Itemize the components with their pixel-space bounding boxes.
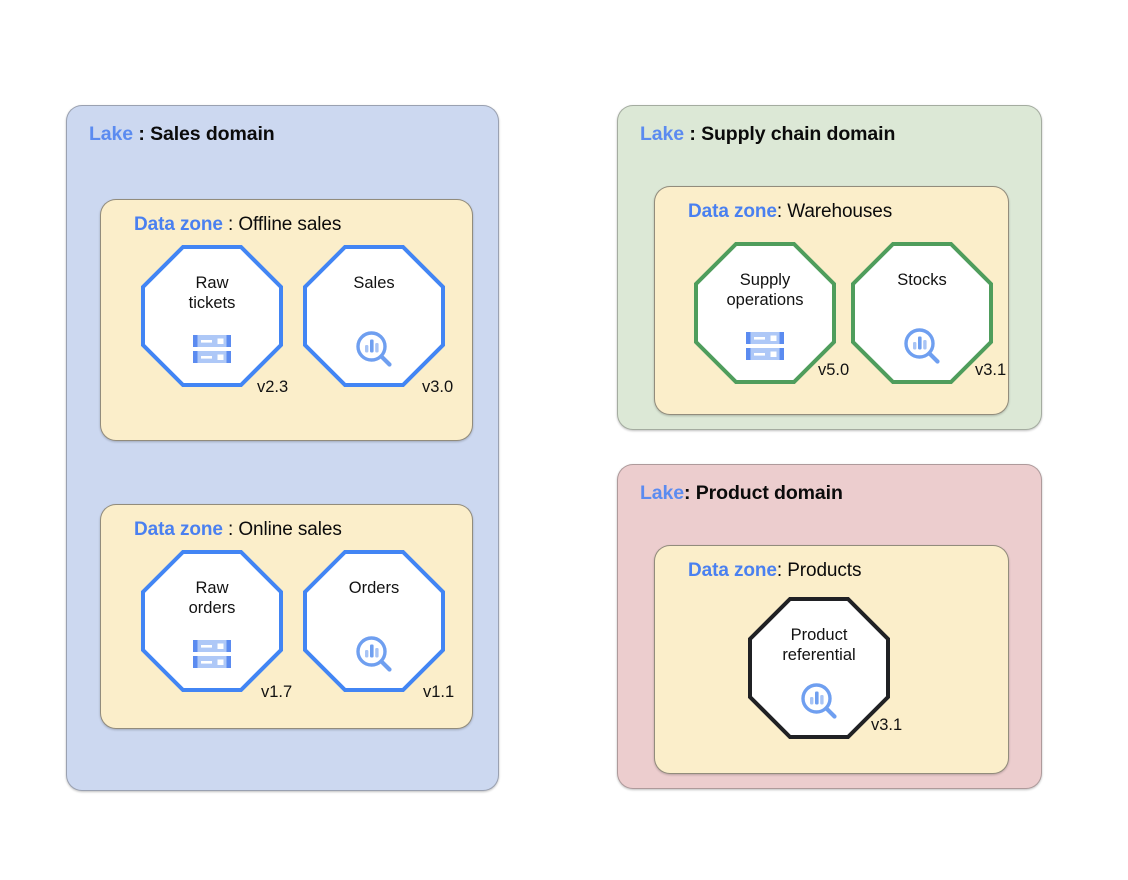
analytics-search-icon: [352, 632, 396, 676]
database-icon: [190, 327, 234, 371]
analytics-search-icon: [352, 327, 396, 371]
lake-keyword: Lake: [640, 123, 685, 145]
zone-keyword: Data zone: [134, 519, 223, 540]
data-zone-warehouses-title: Data zone: Warehouses: [688, 201, 892, 223]
zone-name: : Products: [776, 560, 862, 581]
zone-name: : Online sales: [222, 519, 342, 540]
octagon-outline: [694, 242, 836, 384]
data-product-orders[interactable]: Orders: [303, 550, 445, 692]
data-zone-online-sales-title: Data zone : Online sales: [134, 519, 342, 541]
data-product-version: v2.3: [257, 378, 289, 396]
data-product-label: Raw orders: [188, 579, 236, 617]
data-product-stocks[interactable]: Stocks: [851, 242, 993, 384]
octagon-outline: [141, 550, 283, 692]
data-product-label: Stocks: [897, 271, 947, 289]
zone-name: : Warehouses: [776, 201, 893, 222]
data-product-raw-orders[interactable]: Raw orders: [141, 550, 283, 692]
data-product-raw-tickets[interactable]: Raw tickets: [141, 245, 283, 387]
zone-keyword: Data zone: [688, 560, 777, 581]
data-zone-offline-sales-title: Data zone : Offline sales: [134, 214, 341, 236]
data-product-version: v3.0: [422, 378, 454, 396]
analytics-search-icon: [900, 324, 944, 368]
database-icon: [190, 632, 234, 676]
lake-sales-title: Lake : Sales domain: [89, 123, 275, 146]
lake-name: : Product domain: [684, 482, 843, 504]
zone-keyword: Data zone: [134, 214, 223, 235]
data-zone-products-title: Data zone: Products: [688, 560, 861, 582]
data-product-product-referential[interactable]: Product referential: [748, 597, 890, 739]
data-product-version: v1.7: [261, 683, 293, 701]
zone-name: : Offline sales: [222, 214, 342, 235]
lake-product-title: Lake: Product domain: [640, 482, 843, 505]
data-product-label: Orders: [348, 579, 400, 597]
octagon-outline: [748, 597, 890, 739]
data-product-version: v3.1: [975, 361, 1007, 379]
data-product-version: v3.1: [871, 716, 903, 734]
lake-keyword: Lake: [89, 123, 134, 145]
analytics-search-icon: [797, 679, 841, 723]
lake-keyword: Lake: [640, 482, 685, 504]
data-product-version: v1.1: [423, 683, 455, 701]
data-product-supply-operations[interactable]: Supply operations: [694, 242, 836, 384]
lake-name: : Supply chain domain: [684, 123, 896, 145]
data-product-label: Sales: [353, 274, 395, 292]
lake-supply-chain-title: Lake : Supply chain domain: [640, 123, 895, 146]
data-product-label: Supply operations: [726, 271, 804, 309]
octagon-outline: [303, 245, 445, 387]
octagon-outline: [851, 242, 993, 384]
database-icon: [743, 324, 787, 368]
data-product-label: Raw tickets: [188, 274, 236, 312]
octagon-outline: [303, 550, 445, 692]
octagon-outline: [141, 245, 283, 387]
data-product-sales[interactable]: Sales: [303, 245, 445, 387]
data-product-version: v5.0: [818, 361, 850, 379]
lake-name: : Sales domain: [133, 123, 275, 145]
data-product-label: Product referential: [782, 626, 856, 664]
zone-keyword: Data zone: [688, 201, 777, 222]
